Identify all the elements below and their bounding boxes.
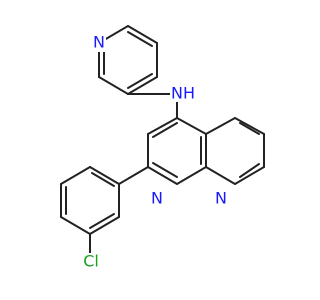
- amine-hydrogen-label: H: [183, 84, 195, 103]
- bond: [127, 73, 153, 89]
- bond: [239, 122, 260, 135]
- pyridine-nitrogen-label: N: [93, 33, 105, 52]
- pyridine-ring: [98, 25, 158, 95]
- label-mask: [150, 190, 164, 208]
- bond: [91, 172, 115, 187]
- ring-nitrogen-8-label: N: [215, 189, 227, 208]
- chlorophenyl-ring: [60, 166, 149, 256]
- atom-labels: N N H N N Cl: [83, 33, 227, 271]
- bond: [60, 216, 91, 235]
- bond: [205, 166, 236, 185]
- bond: [89, 213, 115, 229]
- molecule-canvas: N N H N N Cl: [60, 25, 265, 271]
- bond: [60, 166, 91, 185]
- bond: [98, 76, 129, 95]
- label-mask: [170, 84, 196, 102]
- bond: [147, 117, 178, 135]
- chlorine-label: Cl: [83, 252, 99, 271]
- bond: [152, 162, 178, 178]
- bond: [89, 166, 120, 185]
- bond: [147, 166, 178, 185]
- bond: [127, 76, 158, 95]
- bond: [239, 163, 260, 178]
- label-mask: [92, 34, 106, 52]
- bond: [234, 166, 265, 185]
- bond: [152, 122, 178, 138]
- bond: [205, 117, 236, 135]
- bond: [234, 117, 265, 135]
- bond: [127, 31, 153, 47]
- linker-bonds: [127, 93, 178, 119]
- structure-diagram: N N H N N Cl: [60, 25, 265, 271]
- bond: [176, 166, 207, 185]
- naphthyridine-core: [147, 117, 265, 185]
- bond: [89, 216, 120, 235]
- bond: [118, 166, 149, 185]
- ring-nitrogen-1-label: N: [151, 189, 163, 208]
- bond: [127, 25, 158, 44]
- label-mask: [214, 190, 228, 208]
- label-mask: [77, 253, 105, 271]
- label-masks: [77, 34, 228, 271]
- amine-nitrogen-label: N: [171, 84, 183, 103]
- bond: [176, 117, 207, 135]
